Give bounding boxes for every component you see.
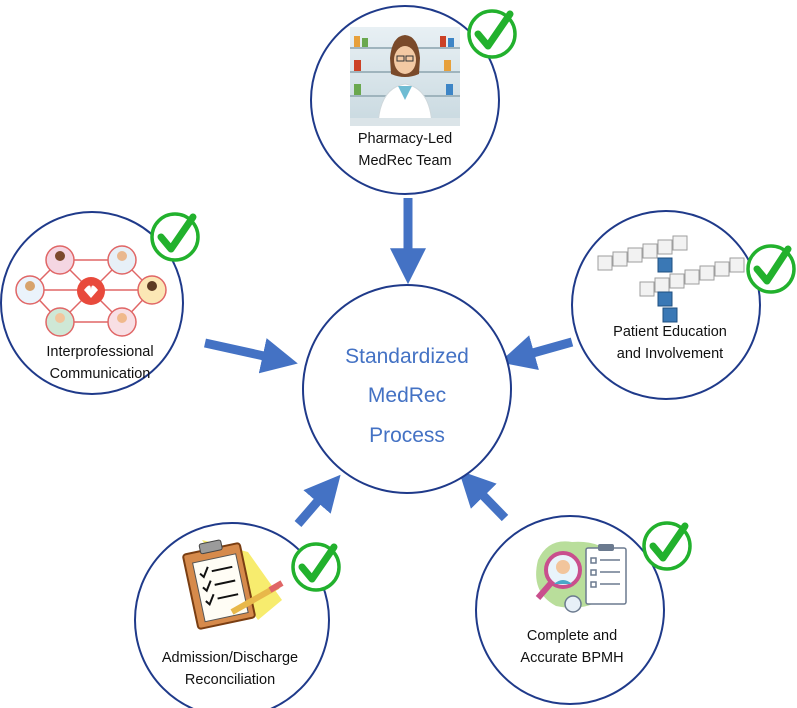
arrow-bpmh-to-center	[458, 470, 509, 522]
node-pharmacy: Pharmacy-Led MedRec Team	[310, 5, 500, 195]
clipboard-checklist-icon	[182, 539, 284, 630]
node-admission: Admission/Discharge Reconciliation	[134, 522, 330, 708]
check-icon	[467, 9, 517, 59]
arrow-patient-education-to-center	[499, 335, 574, 370]
center-line-3: Process	[369, 424, 445, 447]
node-interprofessional: Interprofessional Communication	[0, 211, 184, 395]
doctor-team-patient-blocks-icon	[597, 235, 745, 323]
interview-checklist-icon	[535, 541, 627, 613]
check-icon	[291, 542, 341, 592]
center-line-1: Standardized	[345, 345, 469, 368]
pharmacy-label-line-1: Pharmacy-Led	[358, 131, 452, 147]
check-icon	[150, 212, 200, 262]
center-line-2: MedRec	[368, 384, 446, 407]
node-bpmh: Complete and Accurate BPMH	[475, 515, 665, 705]
check-marks	[150, 9, 796, 592]
pharmacist-icon	[350, 27, 460, 126]
interprofessional-label-line-1: Interprofessional	[46, 344, 153, 360]
bpmh-label-line-2: Accurate BPMH	[520, 650, 623, 666]
center-node: Standardized MedRec Process	[302, 284, 512, 494]
patient-education-label-line-1: Patient Education	[613, 324, 727, 340]
patient-education-label-line-2: and Involvement	[617, 346, 723, 362]
check-icon	[642, 521, 692, 571]
interprofessional-label-line-2: Communication	[50, 366, 151, 382]
node-patient-education: Patient Education and Involvement	[571, 210, 761, 400]
care-team-network-icon	[15, 245, 167, 337]
bpmh-label-line-1: Complete and	[527, 628, 617, 644]
arrow-admission-to-center	[294, 474, 341, 527]
admission-label-line-2: Reconciliation	[185, 672, 275, 688]
check-icon	[746, 244, 796, 294]
arrow-interprofessional-to-center	[204, 338, 298, 374]
admission-label-line-1: Admission/Discharge	[162, 650, 298, 666]
arrows	[204, 198, 574, 527]
pharmacy-label-line-2: MedRec Team	[358, 153, 451, 169]
